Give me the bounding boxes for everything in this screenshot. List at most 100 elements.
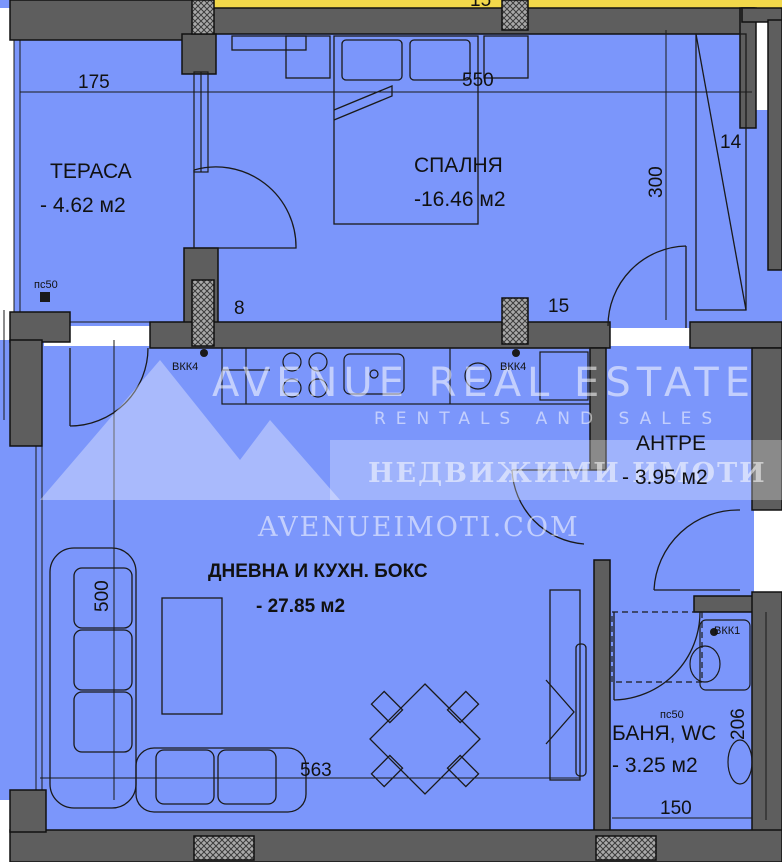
living-floor	[44, 346, 604, 831]
bath-floor	[604, 596, 754, 831]
hob-1	[282, 352, 302, 372]
bath-door-2	[613, 611, 701, 701]
tag-pipe-2: пс50	[660, 709, 684, 721]
floor-areas	[0, 30, 782, 831]
pipe-marker	[40, 292, 50, 302]
tv	[575, 643, 587, 777]
terrace-area: - 4.62 м2	[40, 194, 126, 217]
wall-kitchen-right	[589, 347, 607, 471]
bedroom-furniture	[231, 33, 747, 311]
column-mid-left	[191, 279, 215, 347]
tags: ВКК4 ВКК4 ВКК1 пс50 пс50	[34, 279, 740, 721]
wall-left-upper	[9, 311, 71, 343]
wall-bath-left	[593, 559, 611, 833]
living-terrace-door	[69, 347, 149, 427]
wall-left-stub	[9, 339, 43, 447]
watermark-brand: AVENUE REAL ESTATE	[212, 360, 756, 406]
tag-vent-1: ВКК4	[172, 361, 198, 373]
dim-living-depth: 500	[92, 580, 113, 612]
entry-floor	[604, 346, 754, 596]
nightstand-left	[285, 35, 331, 79]
hob-4	[308, 378, 328, 398]
terrace-window	[193, 71, 209, 173]
bath-door	[653, 509, 741, 591]
sofa-back	[49, 547, 137, 809]
wall-right-upper	[767, 19, 782, 271]
terrace-door	[193, 166, 297, 249]
pillow-right	[409, 39, 471, 81]
toilet-tank	[699, 619, 751, 691]
bedroom-door	[607, 245, 687, 328]
vent-symbols	[40, 292, 718, 636]
dim-bath-width: 150	[660, 798, 692, 819]
bed	[333, 35, 479, 225]
chair-1	[370, 690, 404, 724]
vent-marker-3	[710, 628, 718, 636]
chair-2	[446, 690, 480, 724]
wall-left-bottom	[9, 789, 47, 833]
wardrobe	[695, 33, 747, 311]
hob-3	[282, 378, 302, 398]
bath-area: - 3.25 м2	[612, 754, 698, 777]
washbasin	[727, 739, 753, 785]
kitchen	[221, 347, 591, 405]
chair-3	[370, 754, 404, 788]
terrace-name: ТЕРАСА	[50, 160, 132, 183]
shower	[611, 611, 703, 683]
wall-right-lower	[751, 347, 782, 511]
bedroom-floor	[194, 30, 751, 328]
sofa-cushion-2	[73, 629, 133, 691]
column-top-left	[191, 0, 215, 35]
dim-right-top: 14	[720, 132, 742, 153]
kitchen-counter	[221, 347, 591, 405]
blanket-fold	[333, 85, 393, 121]
entry-name: АНТРЕ	[636, 432, 706, 455]
tv-arrow	[545, 679, 575, 745]
bedroom-shelf	[231, 35, 307, 51]
watermark: AVENUE REAL ESTATE RENTALS AND SALES НЕД…	[40, 360, 782, 543]
living-furniture	[49, 547, 587, 813]
bedroom-name: СПАЛНЯ	[414, 154, 503, 177]
column-bottom-1	[193, 835, 255, 861]
dimension-labels: 175 550 15 14 300 8 15 500 563 150 206	[78, 0, 749, 819]
dim-terrace-width: 175	[78, 72, 110, 93]
dimension-lines	[20, 30, 767, 820]
dim-bath-depth: 206	[728, 708, 749, 740]
kitchen-end	[539, 351, 589, 401]
vent-marker-2	[512, 349, 520, 357]
wall-top	[193, 7, 755, 35]
column-mid	[501, 297, 529, 345]
wall-bath-top	[693, 595, 755, 613]
sink	[343, 353, 405, 395]
dim-bedroom-width: 550	[462, 70, 494, 91]
bathroom-fixtures	[611, 611, 753, 785]
wall-bath-right	[751, 591, 782, 833]
sink-drain	[369, 369, 379, 379]
terrace-floor	[14, 36, 194, 326]
entry-door	[511, 469, 590, 545]
vent-marker-1	[200, 349, 208, 357]
dim-wall-a: 8	[234, 298, 245, 319]
chair-4	[446, 754, 480, 788]
wall-right-jog	[741, 7, 782, 23]
wall-terrace-bedroom-top	[181, 33, 217, 75]
column-top-mid	[501, 0, 529, 31]
sofa-cushion-3	[73, 691, 133, 753]
bedroom-area: -16.46 м2	[414, 188, 506, 211]
watermark-site: AVENUEIMOTI.COM	[257, 512, 580, 543]
wall-right-mid	[689, 321, 782, 349]
wall-bottom	[9, 829, 782, 862]
fridge-circle	[464, 362, 492, 390]
nightstand-right	[483, 35, 529, 79]
neighbor-strip	[195, 0, 782, 8]
sofa-cushion-5	[217, 749, 277, 805]
dim-wall-b: 15	[548, 296, 569, 317]
doors	[69, 166, 741, 701]
dim-living-width: 563	[300, 760, 332, 781]
columns	[191, 0, 657, 861]
sofa-lower	[135, 747, 307, 813]
sofa-cushion-1	[73, 567, 133, 629]
sofa-cushion-4	[155, 749, 215, 805]
room-labels: ТЕРАСА - 4.62 м2 СПАЛНЯ -16.46 м2 ДНЕВНА…	[40, 154, 716, 777]
